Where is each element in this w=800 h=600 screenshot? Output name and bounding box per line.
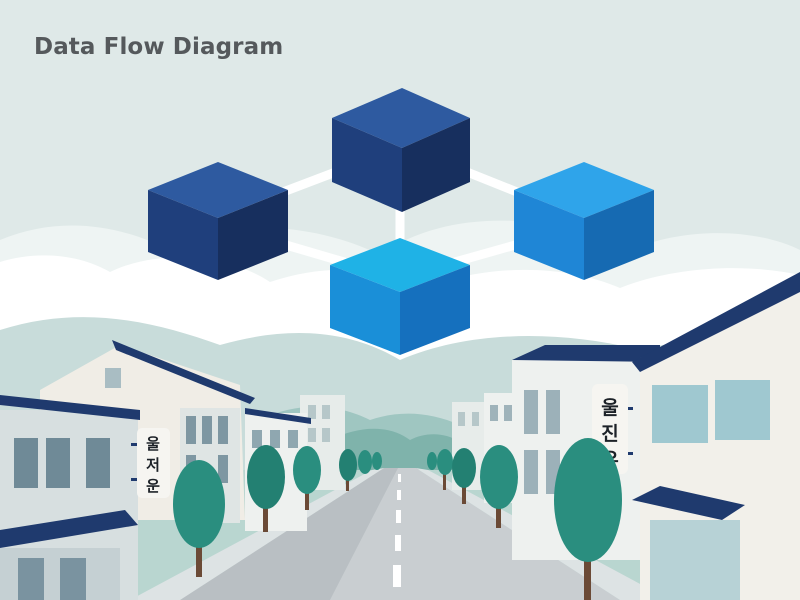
trees-left (173, 445, 382, 577)
diagram-title: Data Flow Diagram (34, 34, 284, 60)
node-top-face-top (332, 88, 470, 148)
node-left[interactable] (148, 162, 288, 280)
node-top-face-right (402, 118, 470, 212)
sign-left-char-2: 저 (146, 456, 160, 474)
sidewalk-left (130, 468, 384, 600)
node-top[interactable] (332, 88, 470, 212)
node-left-face-left (148, 190, 218, 280)
sign-left-char-3: 운 (146, 477, 160, 495)
node-right-face-right (584, 190, 654, 280)
trees-right (427, 438, 622, 600)
node-bottom[interactable] (330, 238, 470, 355)
node-right[interactable] (514, 162, 654, 280)
sign-right-char-1: 울 (601, 397, 618, 419)
building-left-front (0, 395, 140, 600)
road-shade (180, 468, 398, 600)
node-bottom-face-right (400, 265, 470, 355)
node-bottom-face-left (330, 265, 400, 355)
sign-left: 울 저 운 (131, 428, 170, 498)
road-center-line (393, 474, 401, 587)
node-right-face-left (514, 190, 584, 280)
node-top-face-left (332, 118, 402, 212)
building-right-house (632, 272, 800, 600)
sign-right-char-2: 진 (601, 423, 618, 445)
node-left-face-right (218, 190, 288, 280)
sign-left-char-1: 울 (146, 435, 160, 453)
